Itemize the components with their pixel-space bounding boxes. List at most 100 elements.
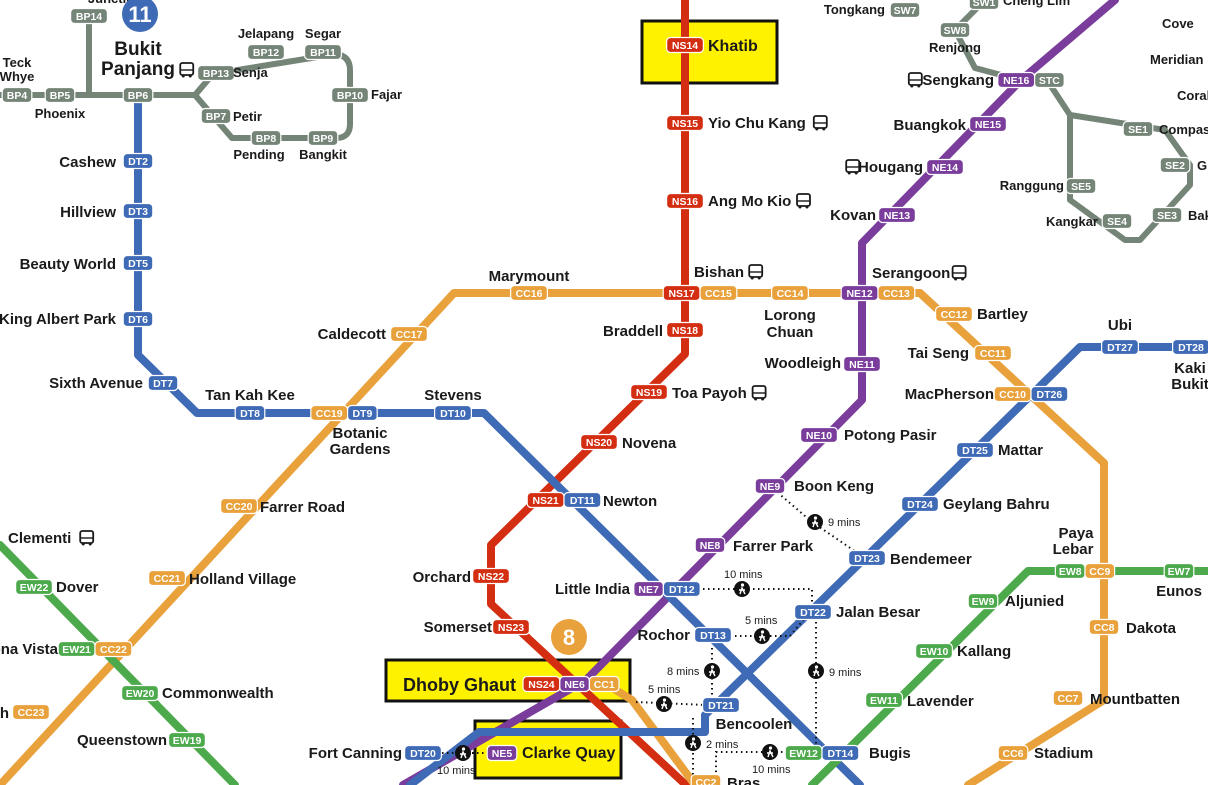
station-code-cc2[interactable] (690, 773, 722, 785)
station-code-bp4[interactable] (1, 86, 33, 104)
station-code-ns16[interactable] (665, 192, 704, 210)
station-label-eunos[interactable]: Eunos (1156, 583, 1202, 600)
station-code-dt12[interactable] (662, 580, 701, 598)
station-label-macpherson[interactable]: MacPherson (905, 386, 994, 403)
station-label-bukit[interactable]: Bukit (114, 39, 162, 60)
station-label-little-india[interactable]: Little India (555, 581, 631, 598)
station-code-dt14[interactable] (821, 744, 860, 762)
station-code-cc23[interactable] (12, 703, 50, 721)
station-code-ne9[interactable] (754, 477, 786, 495)
station-label-bencoolen[interactable]: Bencoolen (716, 716, 793, 733)
station-label-hillview[interactable]: Hillview (60, 204, 116, 221)
station-label-somerset[interactable]: Somerset (424, 619, 492, 636)
station-code-dt13[interactable] (693, 626, 732, 644)
station-label-aljunied[interactable]: Aljunied (1005, 593, 1064, 610)
station-label-lorong[interactable]: Lorong (764, 307, 816, 324)
station-code-se5[interactable] (1065, 177, 1097, 195)
station-label-braddell[interactable]: Braddell (603, 323, 663, 340)
station-label-lavender[interactable]: Lavender (907, 693, 974, 710)
station-code-bp9[interactable] (307, 129, 339, 147)
station-label-clementi[interactable]: Clementi (8, 530, 71, 547)
station-label-bukit[interactable]: Bukit (1171, 376, 1208, 393)
station-code-bp12[interactable] (247, 43, 286, 61)
station-code-dt28[interactable] (1172, 338, 1208, 356)
station-code-ew20[interactable] (120, 684, 159, 702)
station-label-petir[interactable]: Petir (233, 109, 262, 124)
station-label-panjang[interactable]: Panjang (101, 59, 175, 80)
station-label-phoenix[interactable]: Phoenix (35, 106, 86, 121)
station-label-potong-pasir[interactable]: Potong Pasir (844, 427, 937, 444)
station-label-cashew[interactable]: Cashew (59, 154, 116, 171)
station-code-bp7[interactable] (200, 107, 232, 125)
station-label-meridian[interactable]: Meridian (1150, 52, 1204, 67)
station-label-teck[interactable]: Teck (3, 55, 32, 70)
station-label-senja[interactable]: Senja (233, 65, 268, 80)
station-label-bras[interactable]: Bras (727, 775, 760, 785)
station-label-ang-mo-kio[interactable]: Ang Mo Kio (708, 193, 791, 210)
station-code-ew19[interactable] (168, 731, 207, 749)
station-code-stc[interactable] (1033, 71, 1065, 89)
station-label-segar[interactable]: Segar (305, 26, 341, 41)
station-code-dt7[interactable] (147, 374, 179, 392)
station-label-chuan[interactable]: Chuan (767, 324, 814, 341)
station-label-ubi[interactable]: Ubi (1108, 317, 1132, 334)
station-code-dt6[interactable] (122, 310, 154, 328)
station-code-sw1[interactable] (968, 0, 1000, 11)
station-code-se3[interactable] (1151, 206, 1183, 224)
station-label-kovan[interactable]: Kovan (830, 207, 876, 224)
station-code-dt5[interactable] (122, 254, 154, 272)
station-code-ew22[interactable] (15, 578, 53, 596)
station-code-ns19[interactable] (629, 383, 668, 401)
station-label-bangkit[interactable]: Bangkit (299, 147, 347, 162)
station-code-se4[interactable] (1101, 212, 1133, 230)
station-code-dt26[interactable] (1030, 385, 1069, 403)
station-label-bendemeer[interactable]: Bendemeer (890, 551, 972, 568)
station-code-dt3[interactable] (122, 202, 154, 220)
station-label-g[interactable]: G (1197, 158, 1207, 173)
station-code-ew9[interactable] (967, 592, 999, 610)
station-label-yio-chu-kang[interactable]: Yio Chu Kang (708, 115, 806, 132)
station-code-dt22[interactable] (793, 603, 832, 621)
station-code-dt24[interactable] (900, 495, 939, 513)
station-label-bugis[interactable]: Bugis (869, 745, 911, 762)
station-code-ne15[interactable] (968, 115, 1007, 133)
station-label-kallang[interactable]: Kallang (957, 643, 1011, 660)
station-label-pending[interactable]: Pending (233, 147, 284, 162)
station-label-mountbatten[interactable]: Mountbatten (1090, 691, 1180, 708)
station-code-dt10[interactable] (434, 404, 473, 422)
station-label-tongkang[interactable]: Tongkang (824, 2, 885, 17)
station-label-dover[interactable]: Dover (56, 579, 99, 596)
station-code-ew11[interactable] (864, 691, 903, 709)
station-label-farrer-park[interactable]: Farrer Park (733, 538, 814, 555)
station-label-compass[interactable]: Compass (1159, 122, 1208, 137)
station-code-se1[interactable] (1122, 120, 1154, 138)
station-label-h[interactable]: h (0, 705, 9, 722)
station-label-jelapang[interactable]: Jelapang (238, 26, 294, 41)
station-label-commonwealth[interactable]: Commonwealth (162, 685, 274, 702)
station-code-dt27[interactable] (1100, 338, 1139, 356)
station-code-cc12[interactable] (934, 305, 973, 323)
station-code-ns15[interactable] (665, 114, 704, 132)
station-label-king-albert-park[interactable]: King Albert Park (0, 311, 117, 328)
station-label-buangkok[interactable]: Buangkok (893, 117, 966, 134)
station-label-geylang-bahru[interactable]: Geylang Bahru (943, 496, 1050, 513)
station-code-se2[interactable] (1159, 156, 1191, 174)
station-label-dhoby-ghaut[interactable]: Dhoby Ghaut (403, 675, 516, 695)
station-code-cc14[interactable] (770, 284, 809, 302)
station-label-beauty-world[interactable]: Beauty World (20, 256, 116, 273)
station-code-dt21[interactable] (701, 696, 740, 714)
station-code-sw7[interactable] (889, 1, 921, 19)
station-code-bp5[interactable] (44, 86, 76, 104)
station-label-rochor[interactable]: Rochor (638, 627, 691, 644)
station-label-tan-kah-kee[interactable]: Tan Kah Kee (205, 387, 295, 404)
station-label-dakota[interactable]: Dakota (1126, 620, 1177, 637)
station-label-stadium[interactable]: Stadium (1034, 745, 1093, 762)
station-code-cc1[interactable] (588, 675, 620, 693)
station-code-ne10[interactable] (799, 426, 838, 444)
station-label-bishan[interactable]: Bishan (694, 264, 744, 281)
station-code-ns23[interactable] (492, 618, 531, 636)
station-label-kaki[interactable]: Kaki (1174, 360, 1206, 377)
station-code-ne5[interactable] (486, 744, 518, 762)
station-label-queenstown[interactable]: Queenstown (77, 732, 167, 749)
station-label-junction[interactable]: Junction (88, 0, 142, 6)
